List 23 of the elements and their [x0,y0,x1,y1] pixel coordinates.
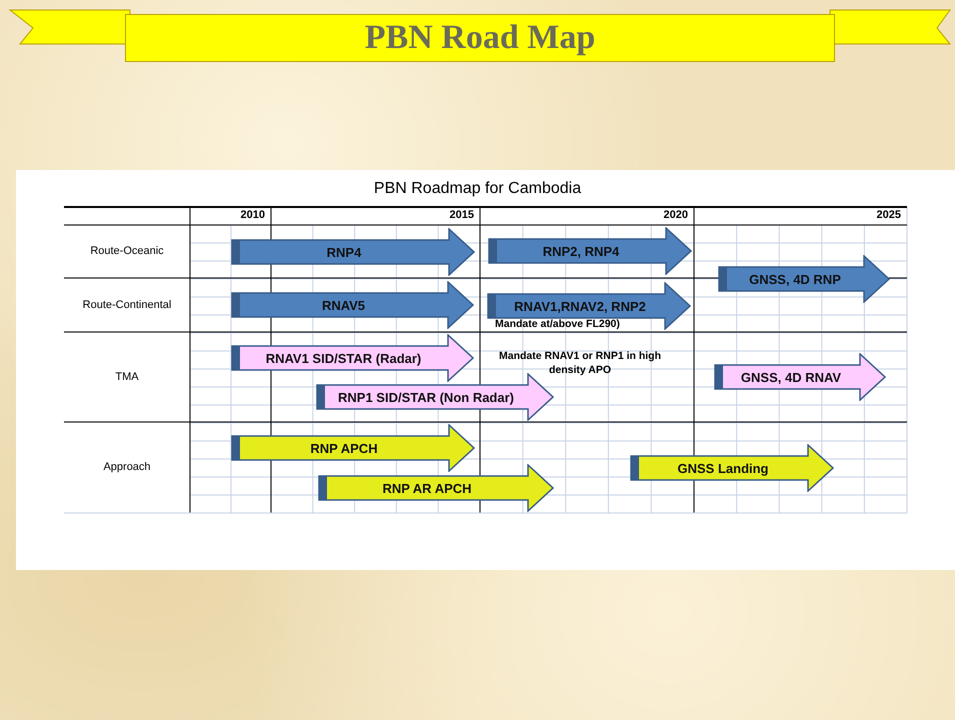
row-header: Route-Continental [82,298,172,312]
arrow-label: RNP APCH [309,440,379,456]
year-label: 2010 [240,208,265,222]
arrow-label: RNAV1 SID/STAR (Radar) [264,350,422,366]
row-header: Route-Oceanic [89,244,165,258]
year-label: 2020 [662,208,688,222]
arrow-label: RNP2, RNP4 [542,244,620,258]
arrow-label: RNP4 [326,244,362,260]
arrow-label: GNSS Landing [676,460,770,476]
arrow-label: RNP AR APCH [381,480,473,496]
arrow-label: RNAV5 [320,298,366,312]
mandate-note: Mandate at/above FL290) [495,318,620,330]
row-header: TMA [114,370,140,384]
arrow-label: GNSS, 4D RNP [748,272,842,286]
page-title: PBN Road Map [364,19,596,57]
arrow-label: RNAV1,RNAV2, RNP2 [513,298,647,314]
arrow-label: GNSS, 4D RNAV [740,370,842,384]
row-header: Approach [102,460,152,474]
chart-title: PBN Roadmap for Cambodia [372,179,582,199]
year-label: 2015 [448,208,474,222]
arrow-label: RNP1 SID/STAR (Non Radar) [337,390,515,404]
mandate-note: Mandate RNAV1 or RNP1 in high density APO [498,350,662,378]
year-label: 2025 [876,208,901,222]
